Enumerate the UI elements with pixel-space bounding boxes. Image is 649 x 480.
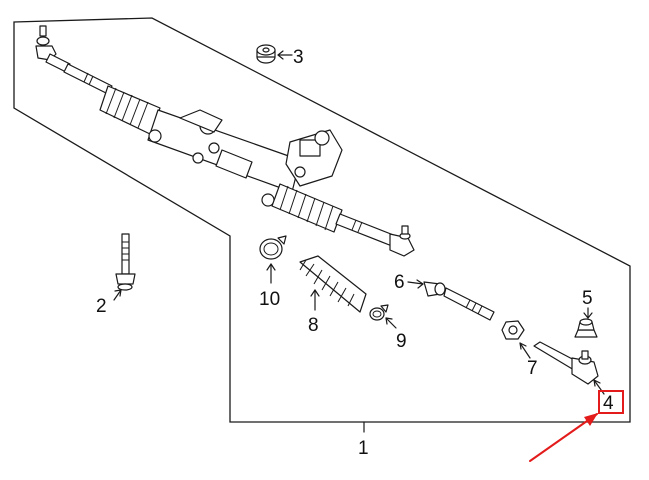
right-tie-rod-end xyxy=(389,225,415,257)
inner-tie-rod-part-6 xyxy=(423,281,495,321)
leader-2 xyxy=(113,289,122,301)
leader-9 xyxy=(385,317,397,329)
callout-4-highlight-box xyxy=(598,390,624,414)
callout-4: 4 xyxy=(603,393,614,414)
callout-1: 1 xyxy=(358,438,369,459)
left-bellows xyxy=(99,85,161,135)
callout-10: 10 xyxy=(259,289,280,310)
leader-7 xyxy=(519,342,531,359)
left-tie-rod-end xyxy=(35,25,71,73)
bolt-part-2 xyxy=(115,233,136,291)
callout-3: 3 xyxy=(293,47,304,68)
leader-6 xyxy=(407,281,424,285)
clamp-part-10 xyxy=(259,235,287,260)
callout-6: 6 xyxy=(394,272,405,293)
callout-7: 7 xyxy=(527,358,538,379)
right-bellows xyxy=(271,183,343,233)
assembly-outline xyxy=(13,17,631,423)
nut-part-3 xyxy=(256,44,276,64)
jam-nut-part-7 xyxy=(501,320,525,340)
nut-part-5 xyxy=(574,318,598,338)
right-tie-rod xyxy=(335,213,397,247)
boot-part-8 xyxy=(299,255,367,313)
pinion-valve-body xyxy=(261,129,343,207)
steering-gear-assembly xyxy=(35,25,415,257)
callout-9: 9 xyxy=(396,331,407,352)
callout-5: 5 xyxy=(582,288,593,309)
callout-8: 8 xyxy=(308,315,319,336)
callout-2: 2 xyxy=(96,296,107,317)
clamp-part-9 xyxy=(369,304,389,321)
red-pointer-arrow xyxy=(529,413,598,462)
outer-tie-rod-end-part-4 xyxy=(533,341,599,385)
left-tie-rod xyxy=(63,63,113,95)
